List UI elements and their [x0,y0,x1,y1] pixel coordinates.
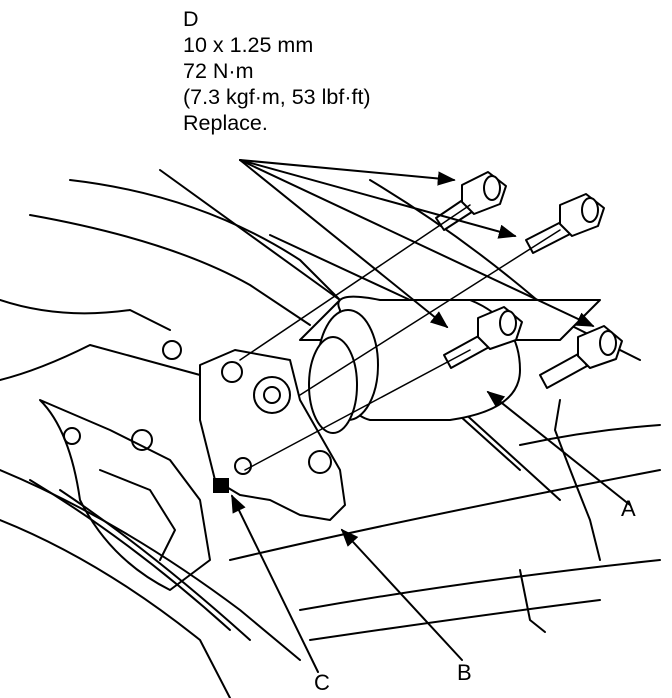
transmission-case [39,340,211,591]
bolt-spec-callout: D 10 x 1.25 mm 72 N·m (7.3 kgf·m, 53 lbf… [183,6,371,136]
torque-nm: 72 N·m [183,59,254,83]
bolt-size: 10 x 1.25 mm [183,33,314,57]
pin-c [213,478,229,493]
bolt [539,325,623,389]
leader-line-d [239,159,595,329]
bracket-b [199,349,346,521]
leader-line-a [486,390,631,506]
label-d: D [183,7,199,31]
torque-alt-units: (7.3 kgf·m, 53 lbf·ft) [183,85,371,109]
label-a: A [621,496,636,521]
label-b: B [457,660,472,685]
replace-note: Replace. [183,111,268,135]
label-c: C [314,670,330,695]
leader-line-b [340,528,463,661]
leader-line-c [231,494,319,673]
